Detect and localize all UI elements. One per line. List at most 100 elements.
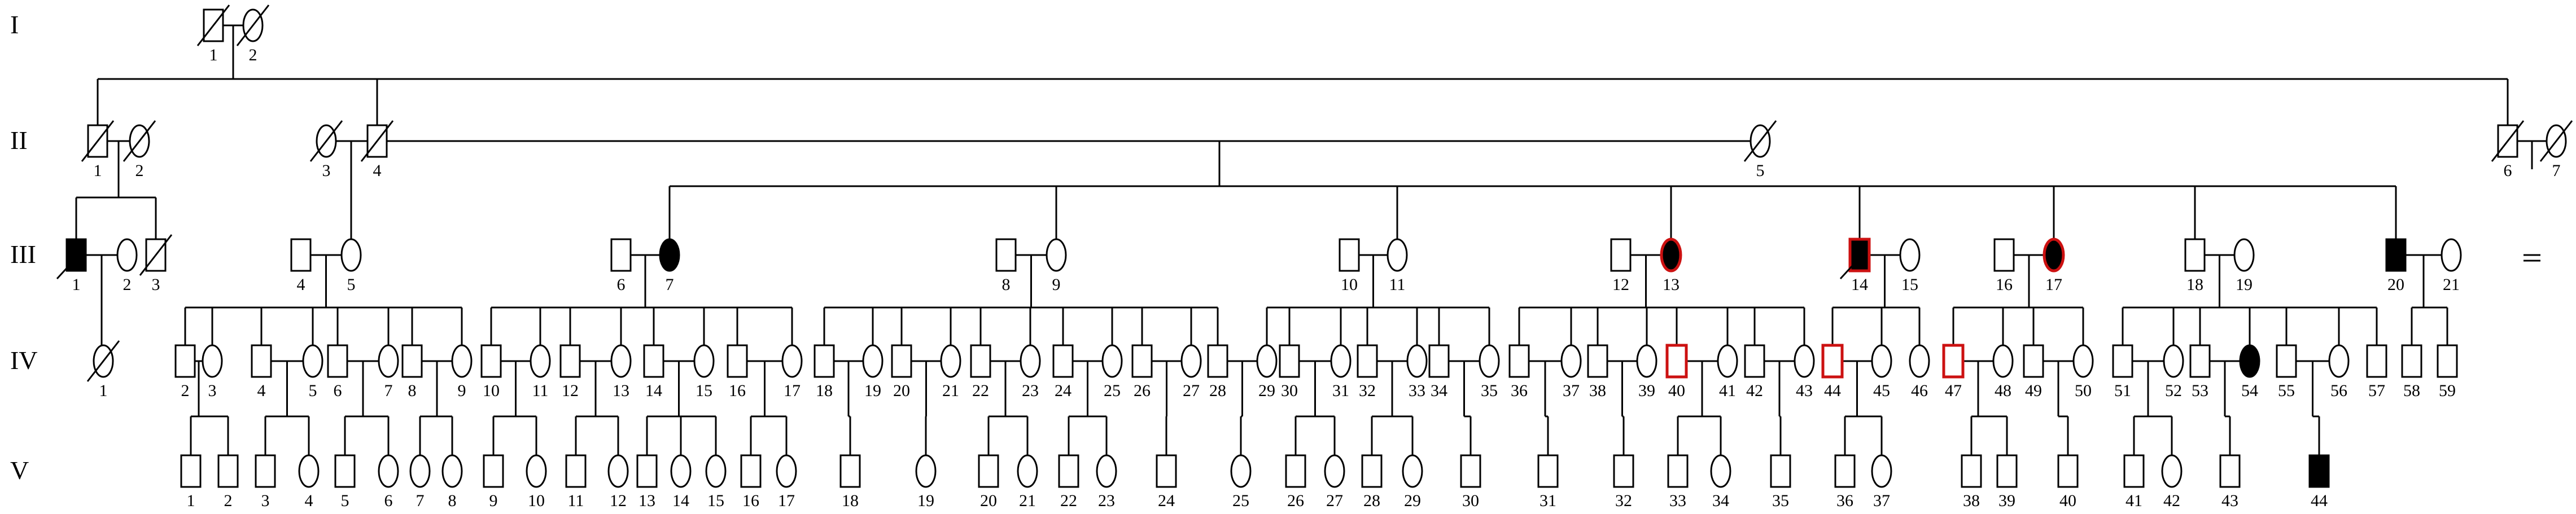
male-symbol (327, 344, 348, 378)
male-symbol (1428, 344, 1450, 378)
individual-number: 36 (1511, 381, 1528, 400)
male-symbol (978, 454, 999, 488)
individual-number: 25 (1104, 381, 1121, 400)
individual-III-17: 17 (2043, 238, 2065, 294)
individual-number: 16 (729, 381, 746, 400)
individual-number: 17 (2045, 275, 2062, 294)
individual-number: 12 (610, 491, 627, 510)
individual-number: 15 (696, 381, 712, 400)
individual-number: 20 (980, 491, 997, 510)
individual-V-4: 4 (298, 454, 320, 510)
individual-IV-9: 9 (451, 344, 473, 400)
individual-IV-37: 37 (1560, 344, 1582, 400)
individual-number: 21 (2443, 275, 2460, 294)
individual-V-21: 21 (1017, 454, 1038, 510)
individual-number: 33 (1669, 491, 1686, 510)
individual-number: 59 (2439, 381, 2456, 400)
individual-number: 45 (1873, 381, 1890, 400)
male-symbol (2023, 344, 2044, 378)
individual-number: 21 (942, 381, 959, 400)
individual-number: 12 (562, 381, 579, 400)
individual-I-2: 2 (236, 5, 270, 64)
individual-IV-43: 43 (1794, 344, 1815, 400)
individual-III-5: 5 (340, 238, 362, 294)
individual-number: 1 (209, 46, 218, 64)
individual-number: 27 (1326, 491, 1343, 510)
individual-number: 3 (261, 491, 270, 510)
male-symbol (1996, 454, 2018, 488)
individual-III-7: 7 (659, 238, 680, 294)
individual-number: 14 (1851, 275, 1868, 294)
male-symbol (480, 344, 502, 378)
individual-number: 23 (1022, 381, 1039, 400)
affected-female-symbol (2239, 344, 2260, 378)
individual-III-4: 4 (290, 238, 312, 294)
individual-V-18: 18 (839, 454, 861, 510)
female-symbol (409, 454, 431, 488)
individual-IV-8: 8 (401, 344, 423, 400)
individual-number: 24 (1158, 491, 1175, 510)
individual-number: 18 (816, 381, 833, 400)
individual-II-6: 6 (2491, 120, 2525, 180)
male-symbol (334, 454, 356, 488)
male-symbol (2401, 344, 2422, 378)
individual-IV-4: 4 (251, 344, 272, 400)
individual-III-11: 11 (1387, 238, 1408, 294)
individual-IV-13: 13 (610, 344, 632, 400)
male-symbol (1942, 344, 1965, 379)
individual-number: 16 (1996, 275, 2013, 294)
male-symbol (1131, 344, 1153, 378)
deceased-slash (81, 120, 115, 162)
female-symbol (441, 454, 463, 488)
male-symbol (891, 344, 912, 378)
female-symbol (378, 344, 399, 378)
individual-number: 43 (2221, 491, 2238, 510)
individual-number: 31 (1540, 491, 1556, 510)
individual-V-25: 25 (1230, 454, 1252, 510)
individual-number: 24 (1055, 381, 1071, 400)
female-symbol (451, 344, 473, 378)
generation-label-IV: IV (10, 346, 38, 375)
individual-number: 19 (864, 381, 881, 400)
individual-IV-29: 29 (1256, 344, 1278, 400)
individual-IV-53: 53 (2189, 344, 2211, 400)
individual-IV-11: 11 (530, 344, 551, 400)
individual-number: 5 (1756, 161, 1765, 180)
male-symbol (1279, 344, 1300, 378)
individual-V-22: 22 (1058, 454, 1079, 510)
individual-IV-27: 27 (1180, 344, 1202, 400)
male-symbol (727, 344, 748, 378)
individual-number: 14 (645, 381, 662, 400)
individual-number: 32 (1359, 381, 1376, 400)
individual-IV-41: 41 (1717, 344, 1738, 400)
male-symbol (814, 344, 835, 378)
individual-IV-38: 38 (1587, 344, 1608, 400)
individual-number: 56 (2330, 381, 2347, 400)
individual-V-42: 42 (2161, 454, 2183, 510)
male-symbol (483, 454, 504, 488)
individual-number: 7 (416, 491, 425, 510)
female-symbol (1717, 344, 1738, 378)
individual-IV-44: 44 (1821, 344, 1844, 400)
individual-IV-10: 10 (480, 344, 502, 400)
individual-number: 6 (334, 381, 342, 400)
individual-number: 1 (99, 381, 108, 400)
individual-IV-17: 17 (781, 344, 803, 400)
individual-II-7: 7 (2539, 120, 2573, 180)
male-symbol (1961, 454, 1982, 488)
male-symbol (1613, 454, 1634, 488)
individual-V-1: 1 (180, 454, 202, 510)
male-symbol (1610, 238, 1632, 272)
individual-number: 36 (1836, 491, 1853, 510)
individual-V-16: 16 (740, 454, 762, 510)
individual-II-5: 5 (1743, 120, 1777, 180)
individual-number: 13 (613, 381, 629, 400)
female-symbol (1871, 454, 1892, 488)
individual-number: 7 (384, 381, 393, 400)
individual-number: 8 (1002, 275, 1011, 294)
female-symbol (116, 238, 138, 272)
affected-male-symbol (2385, 238, 2407, 272)
individual-IV-57: 57 (2366, 344, 2387, 400)
female-symbol (607, 454, 629, 488)
individual-number: 14 (672, 491, 689, 510)
